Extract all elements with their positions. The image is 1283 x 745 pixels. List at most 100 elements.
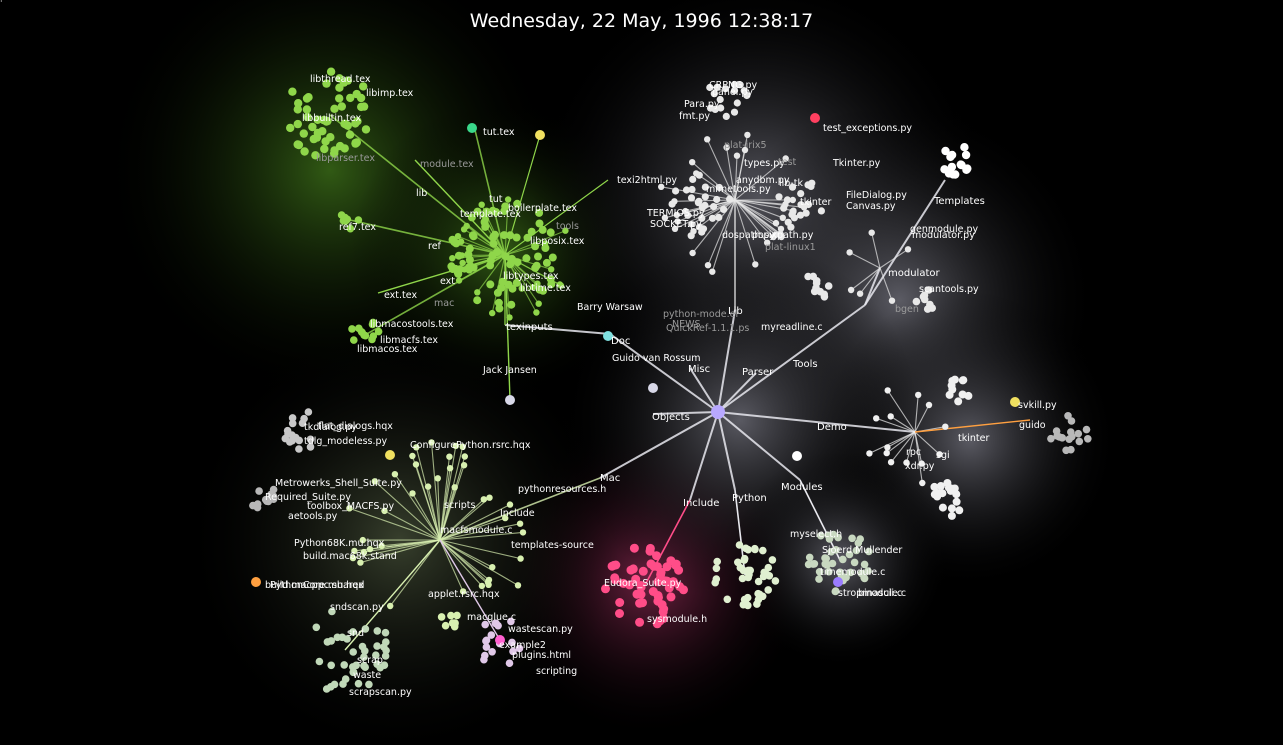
- lib-leaf[interactable]: [780, 215, 786, 221]
- mac-snd-node[interactable]: [374, 627, 382, 635]
- python-src-node[interactable]: [713, 558, 721, 566]
- include-node[interactable]: [659, 605, 668, 614]
- lib-plat-node[interactable]: [688, 186, 695, 193]
- lib-leaf[interactable]: [744, 132, 750, 138]
- doc-node[interactable]: [455, 252, 463, 260]
- doc-node[interactable]: [464, 251, 472, 259]
- file-label[interactable]: Sjoerd Mullender: [822, 545, 902, 556]
- mac-leaf[interactable]: [425, 483, 431, 489]
- demo-sgi-node[interactable]: [951, 376, 959, 384]
- file-label[interactable]: sgi: [936, 450, 950, 461]
- include-node[interactable]: [637, 590, 646, 599]
- mac-dialogs-node[interactable]: [305, 408, 313, 416]
- libref-node[interactable]: [338, 102, 346, 110]
- libref-node[interactable]: [313, 133, 321, 141]
- lib-plat-node[interactable]: [669, 201, 676, 208]
- doc-node[interactable]: [470, 264, 478, 272]
- file-label[interactable]: scantools.py: [919, 284, 979, 295]
- demo-rpc-node[interactable]: [952, 490, 960, 498]
- libref-node[interactable]: [320, 145, 328, 153]
- libref-node[interactable]: [330, 105, 338, 113]
- file-label[interactable]: lib: [416, 188, 427, 199]
- doc-node[interactable]: [491, 231, 499, 239]
- include-node[interactable]: [615, 598, 624, 607]
- file-label[interactable]: wastescan.py: [508, 624, 573, 635]
- demo-guido-node[interactable]: [1053, 427, 1061, 435]
- lib-leaf[interactable]: [734, 153, 740, 159]
- mac-suite-node[interactable]: [254, 504, 262, 512]
- demo-leaf[interactable]: [915, 392, 921, 398]
- lib-plat-node[interactable]: [695, 198, 702, 205]
- demo-guido-node[interactable]: [1068, 417, 1076, 425]
- doc-node[interactable]: [507, 301, 515, 309]
- libref-node[interactable]: [304, 93, 312, 101]
- libref-node[interactable]: [300, 129, 308, 137]
- doc-texinputs-leaf[interactable]: [506, 314, 512, 320]
- doc-texinputs-leaf[interactable]: [456, 277, 462, 283]
- doc-node[interactable]: [549, 254, 557, 262]
- doc-texinputs-leaf[interactable]: [489, 310, 495, 316]
- highlight-node[interactable]: [505, 395, 515, 405]
- file-label[interactable]: svkill.py: [1018, 400, 1057, 411]
- demo-rpc-node[interactable]: [948, 504, 956, 512]
- mac-snd-node[interactable]: [331, 681, 339, 689]
- include-node[interactable]: [639, 567, 648, 576]
- doc-texinputs-leaf[interactable]: [464, 223, 470, 229]
- lib-plat-node[interactable]: [726, 195, 733, 202]
- python-src-node[interactable]: [724, 596, 732, 604]
- mac-dialogs-node[interactable]: [295, 445, 303, 453]
- libmac-node[interactable]: [350, 336, 358, 344]
- file-label[interactable]: Jack Jansen: [482, 365, 537, 376]
- mac-snd-node[interactable]: [327, 662, 335, 670]
- file-label[interactable]: scrapscan.py: [349, 687, 412, 698]
- python-src-node[interactable]: [745, 567, 753, 575]
- file-label[interactable]: Tkinter.py: [832, 158, 881, 169]
- demo-sgi-node[interactable]: [964, 392, 972, 400]
- file-label[interactable]: sndscan.py: [330, 602, 384, 613]
- demo-rpc-node[interactable]: [947, 484, 955, 492]
- lib-plat-node[interactable]: [710, 203, 717, 210]
- doc-texinputs-leaf[interactable]: [536, 301, 542, 307]
- file-label[interactable]: test: [778, 157, 797, 168]
- mac-leaf[interactable]: [489, 564, 495, 570]
- lib-irix-node[interactable]: [731, 109, 738, 116]
- mac-glue-node[interactable]: [451, 621, 459, 629]
- file-label[interactable]: lib-tk: [779, 178, 803, 189]
- file-label[interactable]: Barry Warsaw: [577, 302, 643, 313]
- file-label[interactable]: snd: [347, 628, 364, 639]
- mac-snd-node[interactable]: [340, 661, 348, 669]
- file-label[interactable]: build.mac68k.stand: [303, 551, 397, 562]
- file-label[interactable]: libthread.tex: [310, 74, 371, 85]
- lib-tk-node[interactable]: [784, 196, 791, 203]
- modulator-leaf[interactable]: [848, 287, 854, 293]
- file-label[interactable]: libparser.tex: [316, 153, 375, 164]
- lib-tk-node[interactable]: [803, 210, 810, 217]
- python-src-node[interactable]: [734, 559, 742, 567]
- modules-node[interactable]: [848, 535, 856, 543]
- python-src-node[interactable]: [713, 565, 721, 573]
- python-src-node[interactable]: [751, 546, 759, 554]
- file-label[interactable]: libtypes.tex: [503, 271, 559, 282]
- lib-plat-node[interactable]: [688, 232, 695, 239]
- python-src-node[interactable]: [744, 574, 752, 582]
- file-label[interactable]: QuickRef-1.1.1.ps: [666, 323, 749, 334]
- demo-rpc-node[interactable]: [953, 498, 961, 506]
- file-label[interactable]: FileDialog.py: [846, 190, 907, 201]
- file-label[interactable]: xdr.py: [905, 461, 935, 472]
- file-label[interactable]: Guido van Rossum: [612, 353, 701, 364]
- file-label[interactable]: Python68K.mu.hqx: [294, 538, 385, 549]
- demo-leaf[interactable]: [866, 450, 872, 456]
- file-label[interactable]: scripts: [444, 500, 475, 511]
- file-label[interactable]: rpc: [906, 447, 921, 458]
- root-node[interactable]: [711, 405, 725, 419]
- mac-scripting-node[interactable]: [481, 652, 489, 660]
- templates-node[interactable]: [962, 151, 970, 159]
- file-label[interactable]: ref: [428, 241, 442, 252]
- demo-guido-node[interactable]: [1067, 446, 1075, 454]
- demo-guido-node[interactable]: [1065, 435, 1073, 443]
- mac-snd-node[interactable]: [382, 647, 390, 655]
- lib-plat-node[interactable]: [715, 214, 722, 221]
- mac-snd-node[interactable]: [342, 675, 350, 683]
- mac-leaf[interactable]: [507, 501, 513, 507]
- libref-node[interactable]: [318, 127, 326, 135]
